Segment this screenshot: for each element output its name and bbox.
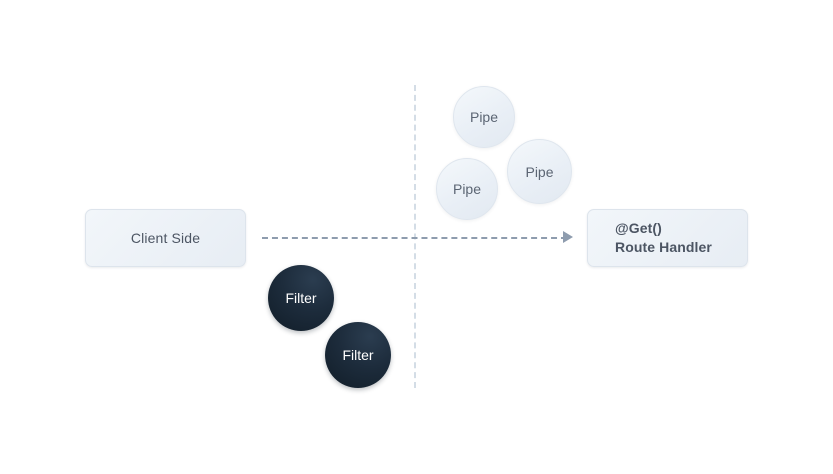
client-side-label: Client Side (130, 230, 201, 246)
pipe-label: Pipe (525, 163, 554, 180)
filter-label: Filter (285, 290, 317, 306)
route-handler-label: @Get() Route Handler (615, 219, 712, 257)
pipe-label: Pipe (452, 181, 482, 197)
filter-label: Filter (342, 347, 374, 363)
pipe-circle: Pipe (453, 86, 515, 148)
route-handler-title: Route Handler (615, 239, 712, 255)
route-handler-box: @Get() Route Handler (587, 209, 748, 267)
filter-circle: Filter (325, 322, 391, 388)
pipe-label: Pipe (469, 109, 499, 125)
request-flow-dashed-arrow-line (262, 237, 567, 239)
client-side-box: Client Side (85, 209, 246, 267)
pipe-circle: Pipe (507, 139, 572, 204)
vertical-divider-dashed-line (414, 85, 416, 388)
pipe-circle: Pipe (436, 158, 498, 220)
request-flow-arrowhead-icon (563, 231, 573, 243)
route-handler-decorator: @Get() (615, 220, 662, 237)
filter-circle: Filter (268, 265, 334, 331)
